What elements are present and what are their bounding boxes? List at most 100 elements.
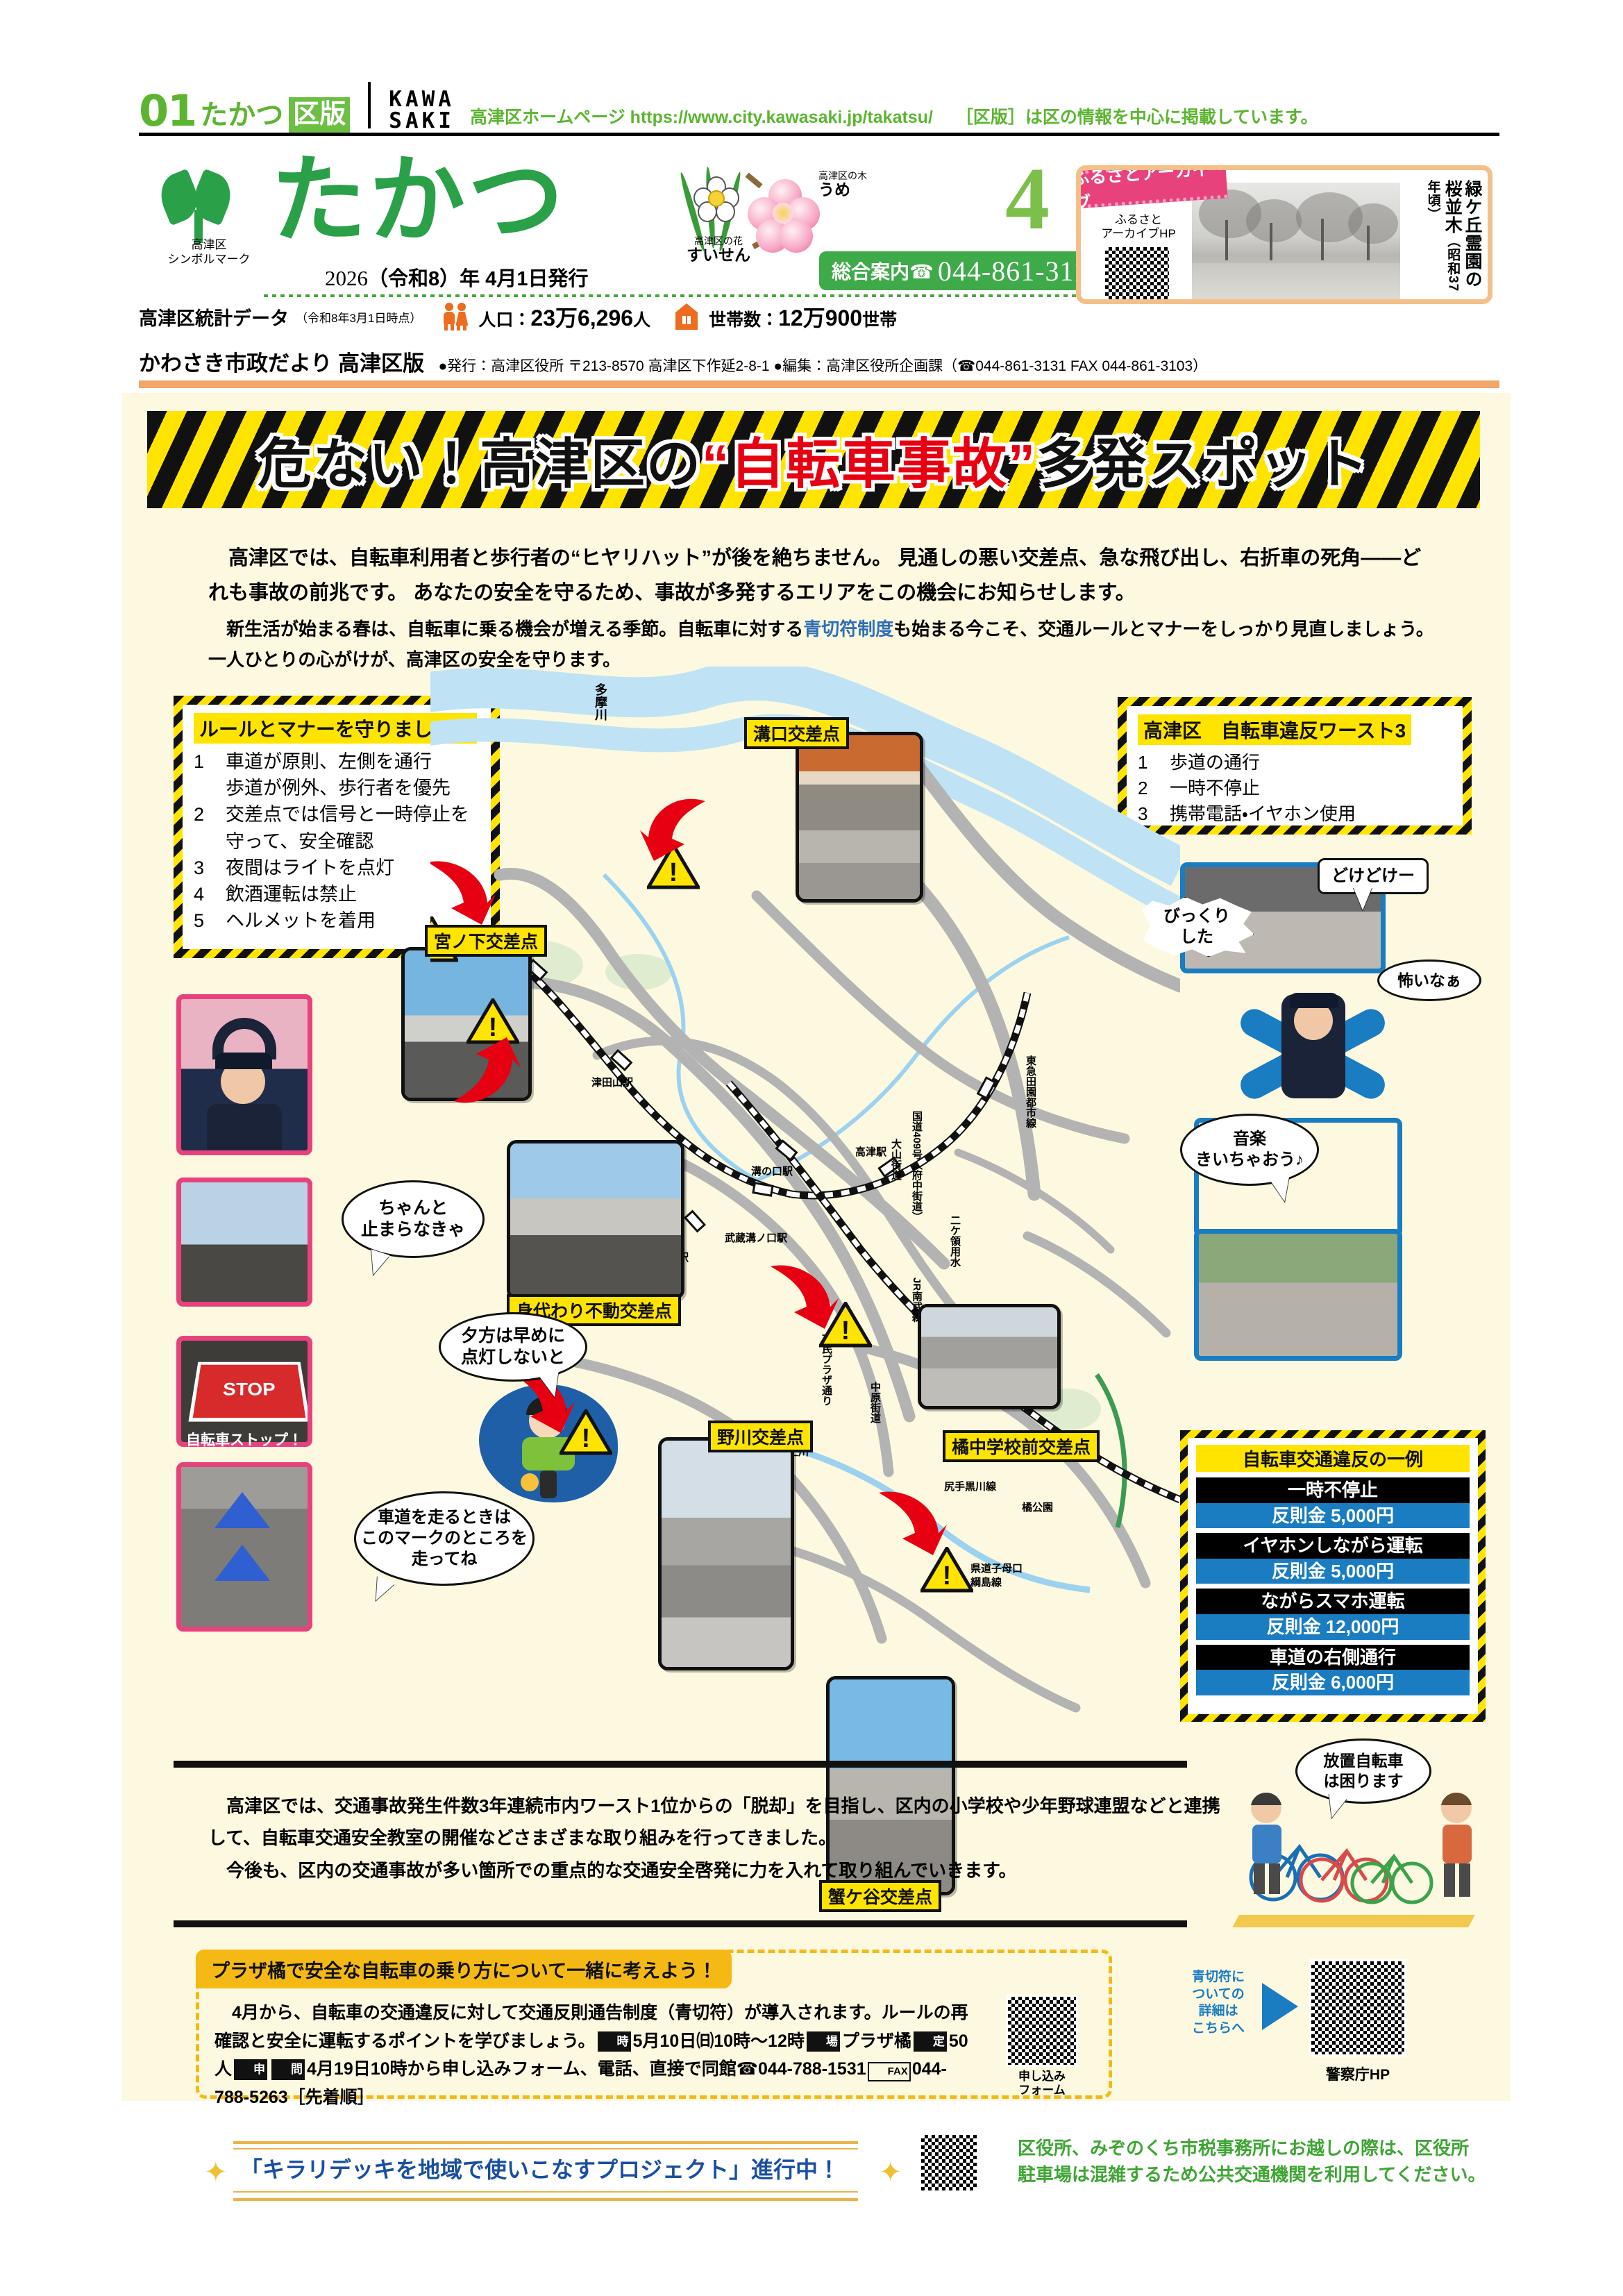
month-number: 4 — [1005, 149, 1050, 248]
statistics-title: 高津区統計データ — [139, 308, 289, 329]
headline-part1: 危ない！高津区の — [257, 433, 702, 494]
fine-amount: 反則金 5,000円 — [1196, 1502, 1470, 1529]
fine-amount: 反則金 5,000円 — [1196, 1558, 1470, 1584]
orange-rule — [139, 380, 1499, 388]
logo-caption-line2: シンボルマーク — [167, 253, 251, 267]
divider — [368, 82, 371, 128]
svg-text:!: ! — [582, 1424, 591, 1453]
red-arrow-icon — [771, 1265, 839, 1329]
right-arrow-icon — [1262, 1983, 1298, 2030]
speech-ongaku-l1: 音楽 — [1233, 1130, 1266, 1148]
svg-text:!: ! — [489, 1013, 498, 1042]
issue-number: 01 — [139, 85, 197, 136]
plum-caption-small: 高津区の木 — [818, 170, 867, 181]
crossing-guard-officer — [182, 1000, 307, 1150]
event-qr-caption: 申し込み フォーム — [993, 2070, 1091, 2098]
worst3-number: 3 — [1138, 803, 1148, 824]
fax-icon: FAX — [867, 2062, 911, 2082]
intersection-label-nogawa: 野川交差点 — [708, 1421, 814, 1452]
red-arrow-icon — [879, 1491, 947, 1555]
rule-subtext: 守って、安全確認 — [226, 830, 374, 852]
footer-qr-code[interactable] — [919, 2133, 979, 2193]
lead-paragraph-1: 高津区では、自転車利用者と歩行者の“ヒヤリハット”が後を絶ちません。 見通しの悪… — [208, 547, 1422, 604]
furusato-archive-qr-code[interactable] — [1103, 245, 1171, 299]
furusato-archive-photo — [1192, 183, 1400, 299]
sparkle-icon: ✦ — [204, 2157, 228, 2188]
event-tel: 044-788-1531 — [757, 2059, 866, 2079]
worst3-text: 一時不停止 — [1170, 777, 1261, 798]
event-qr-block[interactable]: 申し込み フォーム — [993, 1995, 1091, 2098]
kawasaki-logo-line1: KAWA — [389, 87, 455, 112]
event-application-qr-code[interactable] — [1006, 1995, 1078, 2067]
intersection-photo-kanigaya — [826, 1676, 955, 1895]
homepage-label: 高津区ホームページ — [469, 108, 625, 127]
police-qr-callout[interactable]: 青切符に ついての 詳細は こちらへ 警察庁HP — [1173, 1944, 1486, 2104]
fine-violation: イヤホンしながら運転 — [1196, 1533, 1470, 1559]
kawasaki-logo: KAWA SAKI — [389, 89, 455, 131]
households-number: 12万900 — [778, 305, 863, 330]
closing-paragraph-1: 高津区では、交通事故発生件数3年連続市内ワースト1位からの「脱却」を目指し、区内… — [208, 1795, 1220, 1849]
map-label-oyama-kaido: 大山街道 — [890, 1139, 902, 1180]
house-icon — [675, 303, 698, 330]
lead-paragraphs: 高津区では、自転車利用者と歩行者の“ヒヤリハット”が後を絶ちません。 見通しの悪… — [208, 542, 1437, 676]
statistics-line: 高津区統計データ （令和8年3月1日時点） 人口：23万6,296人 世帯数：1… — [139, 300, 1180, 333]
photo-intersection-signal — [176, 1178, 312, 1307]
time-icon: 時 — [597, 2031, 631, 2052]
event-date: 5月10日㈰10時～12時 — [632, 2031, 805, 2051]
furusato-caption-main: 緑ケ丘霊園の — [1463, 180, 1482, 288]
red-arrow-icon — [430, 861, 496, 925]
map-label-nikaryo-yosui: 二ケ領用水 — [949, 1215, 961, 1267]
rule-subtext: 歩道が例外、歩行者を優先 — [226, 778, 451, 799]
takatsu-symbol-logo-icon — [153, 167, 242, 243]
svg-text:!: ! — [669, 858, 678, 887]
homepage-line: 高津区ホームページ https://www.city.kawasaki.jp/t… — [470, 103, 1318, 128]
fine-item: 車道の右側通行 反則金 6,000円 — [1196, 1644, 1470, 1695]
map-label-station-tsudayama: 津田山駅 — [591, 1077, 634, 1089]
police-qr-note-l3: 詳細は — [1198, 2004, 1238, 2019]
speech-shado-l3: 走ってね — [411, 1550, 478, 1568]
event-body-text: 4月から、自転車の交通違反に対して交通反則通告制度（青切符）が導入されます。ルー… — [215, 2003, 968, 2051]
inquiry-icon: 問 — [271, 2059, 305, 2080]
closing-paragraph-2: 今後も、区内の交通事故が多い箇所での重点的な交通安全啓発に力を入れて取り組んでい… — [226, 1859, 1017, 1881]
map-label-station-takatsu: 高津駅 — [855, 1146, 887, 1158]
speech-chanto-l2: 止まらなきゃ — [360, 1220, 465, 1239]
event-order: ［先着順］ — [287, 2087, 375, 2107]
event-tel-icon: ☎ — [736, 2059, 758, 2079]
stop-sign-word: STOP — [222, 1379, 276, 1400]
apply-icon: 申 — [234, 2059, 268, 2080]
publisher-title: かわさき市政だより 高津区版 — [139, 351, 424, 376]
logo-caption-line1: 高津区 — [191, 238, 227, 251]
homepage-url[interactable]: https://www.city.kawasaki.jp/takatsu/ — [630, 108, 933, 127]
fine-violation: 車道の右側通行 — [1196, 1644, 1470, 1670]
furusato-caption-year: （昭和37年頃） — [1425, 180, 1461, 292]
police-qr-note-l2: ついての — [1192, 1986, 1245, 2002]
map-label-tokyu-line: 東急田園都市線 — [1025, 1055, 1036, 1128]
population-value: 人口：23万6,296人 — [478, 301, 650, 333]
intersection-photo-migawari-fudo — [507, 1140, 684, 1300]
furusato-qr-label-line1: ふるさと — [1115, 213, 1162, 226]
fines-examples-box: 自転車交通違反の一例 一時不停止 反則金 5,000円 イヤホンしながら運転 反… — [1180, 1430, 1486, 1722]
police-qr-note: 青切符に ついての 詳細は こちらへ — [1173, 1969, 1263, 2038]
population-number: 23万6,296 — [530, 305, 634, 330]
main-headline-banner: 危ない！高津区の“自転車事故”多発スポット — [147, 411, 1480, 508]
worst3-text: 歩道の通行 — [1170, 752, 1261, 773]
event-fax: 044-788-5263 — [215, 2059, 947, 2107]
plum-caption: 高津区の木 うめ — [818, 170, 878, 199]
dotted-divider — [264, 294, 1180, 297]
narcissus-caption: 高津区の花 すいせん — [677, 235, 760, 265]
publisher-details: ●発行：高津区役所 〒213-8570 高津区下作延2-8-1 ●編集：高津区役… — [438, 358, 1208, 374]
lead-p2-highlight: 青切符制度 — [803, 618, 894, 639]
sparkle-icon: ✦ — [879, 2157, 902, 2188]
police-agency-qr-code[interactable] — [1309, 1959, 1406, 2056]
publication-date-rest: （令和8）年 4月1日発行 — [368, 268, 589, 290]
speech-bubble-doke: どけどけー — [1318, 858, 1429, 910]
intersection-photo-mizoguchi — [796, 732, 923, 903]
footer-notice: 区役所、みぞのくち市税事務所にお越しの際は、区役所 駐車場は混雑するため公共交通… — [1018, 2136, 1623, 2188]
speech-shado-l1: 車道を走るときは — [378, 1508, 511, 1527]
police-qr-caption: 警察庁HP — [1325, 2067, 1390, 2083]
footer-project-banner: ✦ ✦ 「キラリデッキを地域で使いこなすプロジェクト」進行中！ — [192, 2136, 927, 2212]
fine-amount: 反則金 6,000円 — [1196, 1670, 1470, 1695]
worst3-number: 1 — [1138, 752, 1148, 773]
